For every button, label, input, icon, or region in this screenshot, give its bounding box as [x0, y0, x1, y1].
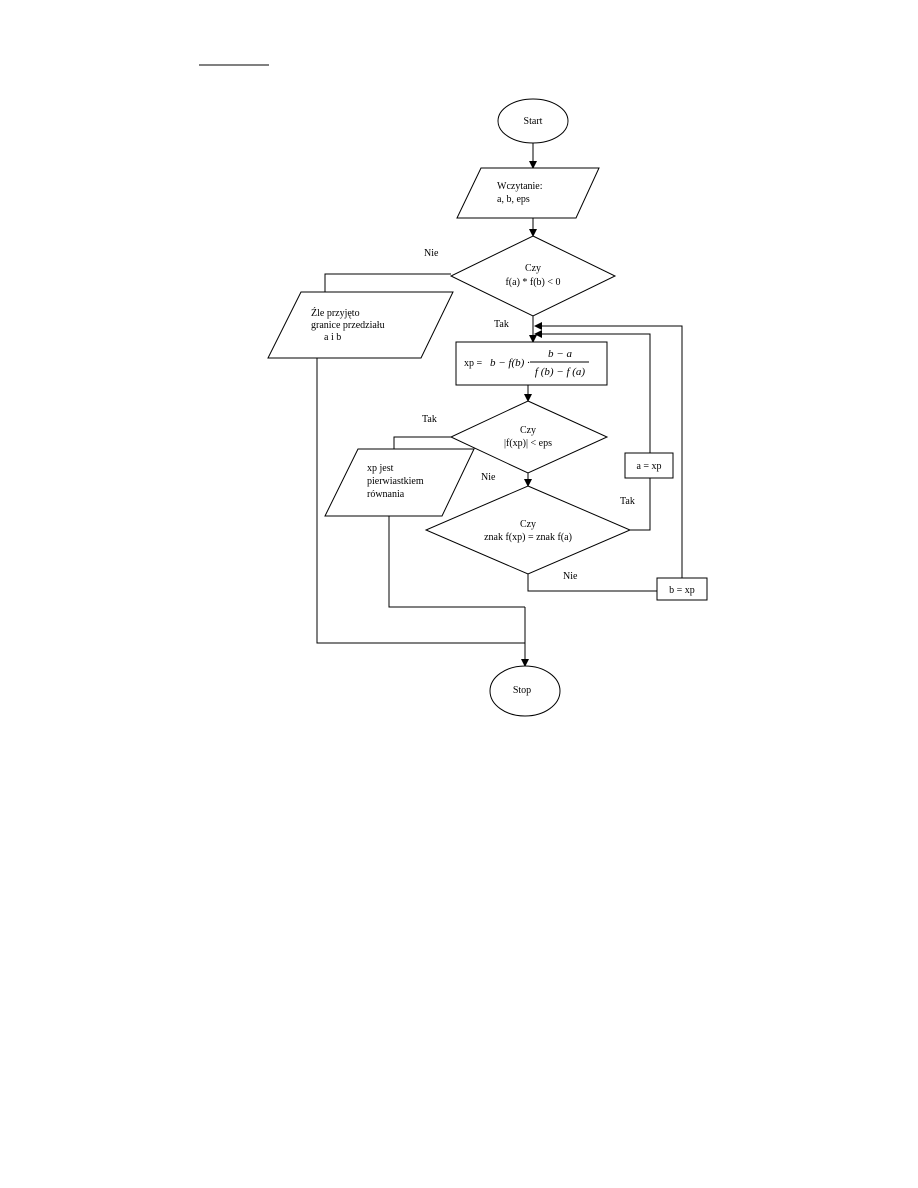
- formula-node: xp = b − f(b) · b − a f (b) − f (a): [455, 341, 608, 386]
- result-label-1: xp jest: [367, 463, 394, 474]
- formula-lhs: xp =: [464, 358, 483, 369]
- decision2-label-2: |f(xp)| < eps: [504, 438, 552, 449]
- arrow-assign-b-loop: [534, 322, 683, 578]
- decision2-label-1: Czy: [520, 425, 536, 436]
- decision3-label-2: znak f(xp) = znak f(a): [484, 532, 572, 543]
- decision1-label-2: f(a) * f(b) < 0: [505, 277, 560, 288]
- line-decision1-no: [324, 273, 451, 292]
- decision3-label-1: Czy: [520, 519, 536, 530]
- result-label-3: równania: [367, 489, 405, 500]
- decision1-label-1: Czy: [525, 263, 541, 274]
- input-parallelogram: [456, 167, 600, 219]
- error-label-2: granice przedziału: [311, 320, 385, 331]
- result-parallelogram: [324, 448, 475, 517]
- line-decision3-no-to-assign-b: [527, 574, 657, 592]
- start-ellipse: [497, 98, 569, 144]
- decision3-node: Czy znak f(xp) = znak f(a): [424, 485, 632, 575]
- start-label: Start: [524, 116, 543, 127]
- decision2-node: Czy |f(xp)| < eps: [449, 400, 609, 474]
- formula-denominator: f (b) − f (a): [535, 366, 586, 378]
- formula-expr: b − f(b) ·: [490, 357, 530, 369]
- assign-a-node: a = xp: [624, 452, 674, 479]
- decision3-yes-label: Tak: [620, 496, 635, 507]
- input-label-2: a, b, eps: [497, 194, 530, 205]
- stop-node: Stop: [489, 665, 561, 717]
- decision1-yes-label: Tak: [494, 319, 509, 330]
- decision3-diamond: [424, 485, 632, 575]
- error-label-3: a i b: [324, 332, 341, 343]
- input-label-1: Wczytanie:: [497, 181, 543, 192]
- decision1-node: Czy f(a) * f(b) < 0: [449, 235, 617, 317]
- error-label-1: Źle przyjęto: [311, 307, 360, 319]
- decision1-no-label: Nie: [424, 248, 439, 259]
- line-result-to-stop: [388, 516, 525, 608]
- result-node: xp jest pierwiastkiem równania: [324, 448, 475, 517]
- formula-box: [455, 341, 608, 386]
- result-label-2: pierwiastkiem: [367, 476, 424, 487]
- formula-numerator: b − a: [548, 348, 572, 360]
- assign-b-label: b = xp: [669, 585, 695, 596]
- assign-b-node: b = xp: [656, 577, 708, 601]
- decision1-diamond: [449, 235, 617, 317]
- input-node: Wczytanie: a, b, eps: [456, 167, 600, 219]
- connectors: [316, 143, 683, 667]
- start-node: Start: [497, 98, 569, 144]
- decision3-no-label: Nie: [563, 571, 578, 582]
- arrow-assign-a-loop: [534, 330, 651, 453]
- assign-a-box: [624, 452, 674, 479]
- line-error-to-stop: [316, 358, 525, 644]
- stop-ellipse: [489, 665, 561, 717]
- line-decision3-yes-to-assign-a: [630, 478, 651, 531]
- stop-label: Stop: [513, 685, 531, 696]
- decision2-diamond: [449, 400, 609, 474]
- decision2-no-label: Nie: [481, 472, 496, 483]
- error-node: Źle przyjęto granice przedziału a i b: [267, 291, 454, 359]
- assign-b-box: [656, 577, 708, 601]
- assign-a-label: a = xp: [636, 461, 661, 472]
- error-parallelogram: [267, 291, 454, 359]
- line-decision2-yes: [393, 436, 451, 449]
- decision2-yes-label: Tak: [422, 414, 437, 425]
